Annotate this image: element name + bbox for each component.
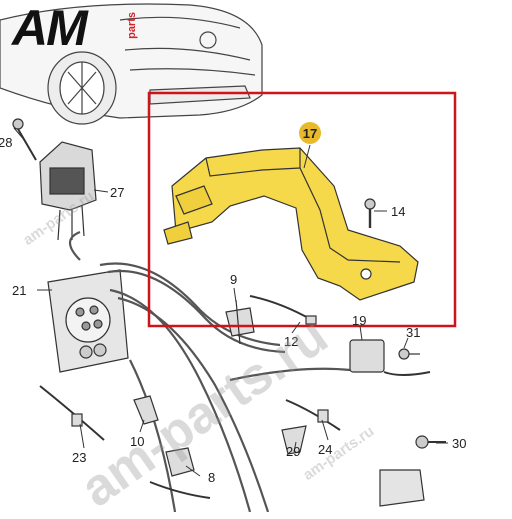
- highlight-box: [147, 91, 457, 328]
- screw-31: [398, 348, 420, 360]
- screw-30: [415, 435, 446, 449]
- cable-tie-12: [249, 295, 317, 325]
- leader-lines: [13, 127, 448, 477]
- callout-9[interactable]: 9: [230, 272, 237, 287]
- logo-suffix: parts: [126, 12, 138, 39]
- callout-17[interactable]: 17: [303, 126, 317, 141]
- callout-23[interactable]: 23: [72, 450, 86, 465]
- charging-socket-21: [47, 269, 129, 373]
- car-front-illustration: [0, 3, 263, 125]
- callout-21[interactable]: 21: [12, 283, 26, 298]
- cable-tie-24: [285, 399, 341, 431]
- callout-30[interactable]: 30: [452, 436, 466, 451]
- callout-28[interactable]: 28: [0, 135, 12, 150]
- bolt-14: [364, 198, 376, 228]
- callout-14[interactable]: 14: [391, 204, 405, 219]
- callout-17-badge: [299, 122, 321, 144]
- bracket-17: [163, 147, 419, 301]
- connector-module-27: [39, 141, 97, 241]
- callout-19[interactable]: 19: [352, 313, 366, 328]
- callout-27[interactable]: 27: [110, 185, 124, 200]
- cable-tie-23: [39, 385, 105, 441]
- clip-10: [133, 395, 159, 425]
- clip-9: [225, 299, 255, 345]
- cable-harness: [68, 230, 351, 513]
- clip-29: [281, 425, 307, 455]
- am-parts-logo: AM parts: [12, 0, 144, 56]
- callout-8[interactable]: 8: [208, 470, 215, 485]
- connector-19: [349, 339, 431, 376]
- callout-31[interactable]: 31: [406, 325, 420, 340]
- logo-brand: AM: [12, 0, 88, 56]
- callout-24[interactable]: 24: [318, 442, 332, 457]
- callout-29[interactable]: 29: [286, 444, 300, 459]
- bracket-lower-right: [379, 469, 425, 507]
- callout-12[interactable]: 12: [284, 334, 298, 349]
- screw-28: [12, 118, 37, 161]
- callout-10[interactable]: 10: [130, 434, 144, 449]
- callout-labels: 17 14 28 27 21 9 12 19 31 10 23 24 30 29…: [0, 126, 466, 485]
- clip-8: [149, 447, 211, 499]
